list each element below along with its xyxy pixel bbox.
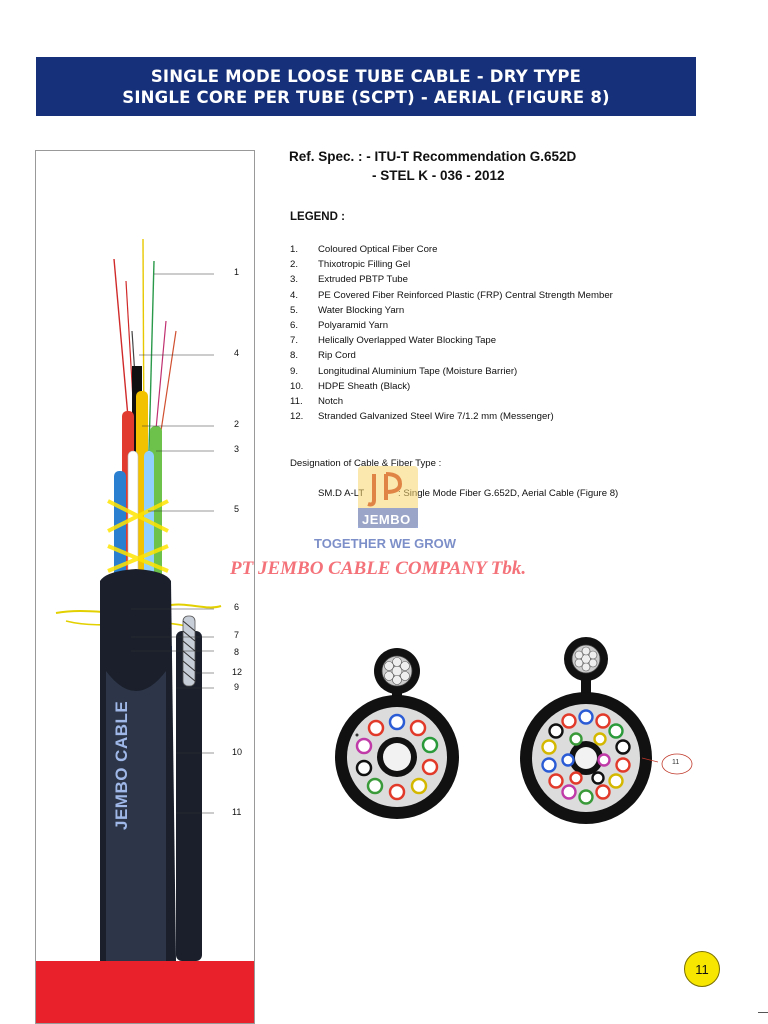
- legend-item: 7.Helically Overlapped Water Blocking Ta…: [290, 335, 497, 347]
- legend-list: 1.Coloured Optical Fiber Core 2.Thixotro…: [290, 244, 613, 426]
- callout-label: 7: [234, 630, 240, 640]
- callout-label: 12: [232, 667, 243, 677]
- designation-title: Designation of Cable & Fiber Type :: [290, 458, 442, 469]
- callout-label: 9: [234, 682, 240, 692]
- callout-label: 4: [234, 348, 240, 358]
- notch-callout-marker: [661, 753, 693, 775]
- designation-description: : Single Mode Fiber G.652D, Aerial Cable…: [398, 488, 619, 499]
- logo-text: JEMBO: [362, 512, 411, 527]
- spec-line-1: Ref. Spec. : - ITU-T Recommendation G.65…: [289, 149, 577, 164]
- cable-cutaway-illustration: [55, 238, 222, 961]
- legend-item: 5.Water Blocking Yarn: [290, 304, 405, 316]
- red-footer-band: [36, 961, 254, 1023]
- legend-item: 12.Stranded Galvanized Steel Wire 7/1.2 …: [290, 411, 554, 423]
- callout-label: 3: [234, 444, 240, 454]
- reference-spec: Ref. Spec. : - ITU-T Recommendation G.65…: [289, 149, 577, 183]
- callout-label: 6: [234, 602, 240, 612]
- legend-item: 11.Notch: [290, 395, 344, 407]
- callout-label: 8: [234, 647, 240, 657]
- spec-line-2: - STEL K - 036 - 2012: [372, 168, 505, 183]
- watermark-tagline: TOGETHER WE GROW: [314, 536, 457, 551]
- legend-item: 6.Polyaramid Yarn: [290, 319, 389, 331]
- legend-item: 10.HDPE Sheath (Black): [290, 380, 411, 392]
- page-edge-mark: [758, 1012, 768, 1013]
- header-line-2: SINGLE CORE PER TUBE (SCPT) - AERIAL (FI…: [122, 88, 610, 107]
- legend-item: 2.Thixotropic Filling Gel: [290, 259, 411, 271]
- designation-code: SM.D A-LT: [318, 488, 365, 499]
- legend-item: 1.Coloured Optical Fiber Core: [290, 244, 438, 255]
- callout-label: 11: [232, 807, 242, 817]
- cross-section-1: [335, 648, 459, 819]
- legend-item: 3.Extruded PBTP Tube: [290, 274, 408, 286]
- cable-illustration-panel: [35, 150, 255, 1024]
- legend-item: 9.Longitudinal Aluminium Tape (Moisture …: [290, 365, 518, 377]
- page-number-badge: 11: [684, 951, 720, 987]
- sheath-print-text: JEMBO CABLE: [112, 700, 131, 830]
- header-line-1: SINGLE MODE LOOSE TUBE CABLE - DRY TYPE: [150, 67, 582, 86]
- callout-label: 1: [234, 267, 240, 277]
- jembo-logo-watermark: [358, 466, 418, 528]
- callout-label: 10: [232, 747, 243, 757]
- designation-row: SM.D A-LT : Single Mode Fiber G.652D, Aer…: [318, 488, 618, 499]
- legend-item: 4.PE Covered Fiber Reinforced Plastic (F…: [290, 289, 613, 301]
- callout-label: 5: [234, 504, 240, 514]
- notch-callout-label: 11: [672, 759, 680, 766]
- page-header: SINGLE MODE LOOSE TUBE CABLE - DRY TYPE …: [36, 57, 696, 116]
- legend-item: 8.Rip Cord: [290, 350, 356, 362]
- legend-title: LEGEND :: [290, 211, 345, 223]
- watermark-company: PT JEMBO CABLE COMPANY Tbk.: [230, 558, 527, 579]
- callout-label: 2: [234, 419, 240, 429]
- cross-section-2: [520, 637, 658, 824]
